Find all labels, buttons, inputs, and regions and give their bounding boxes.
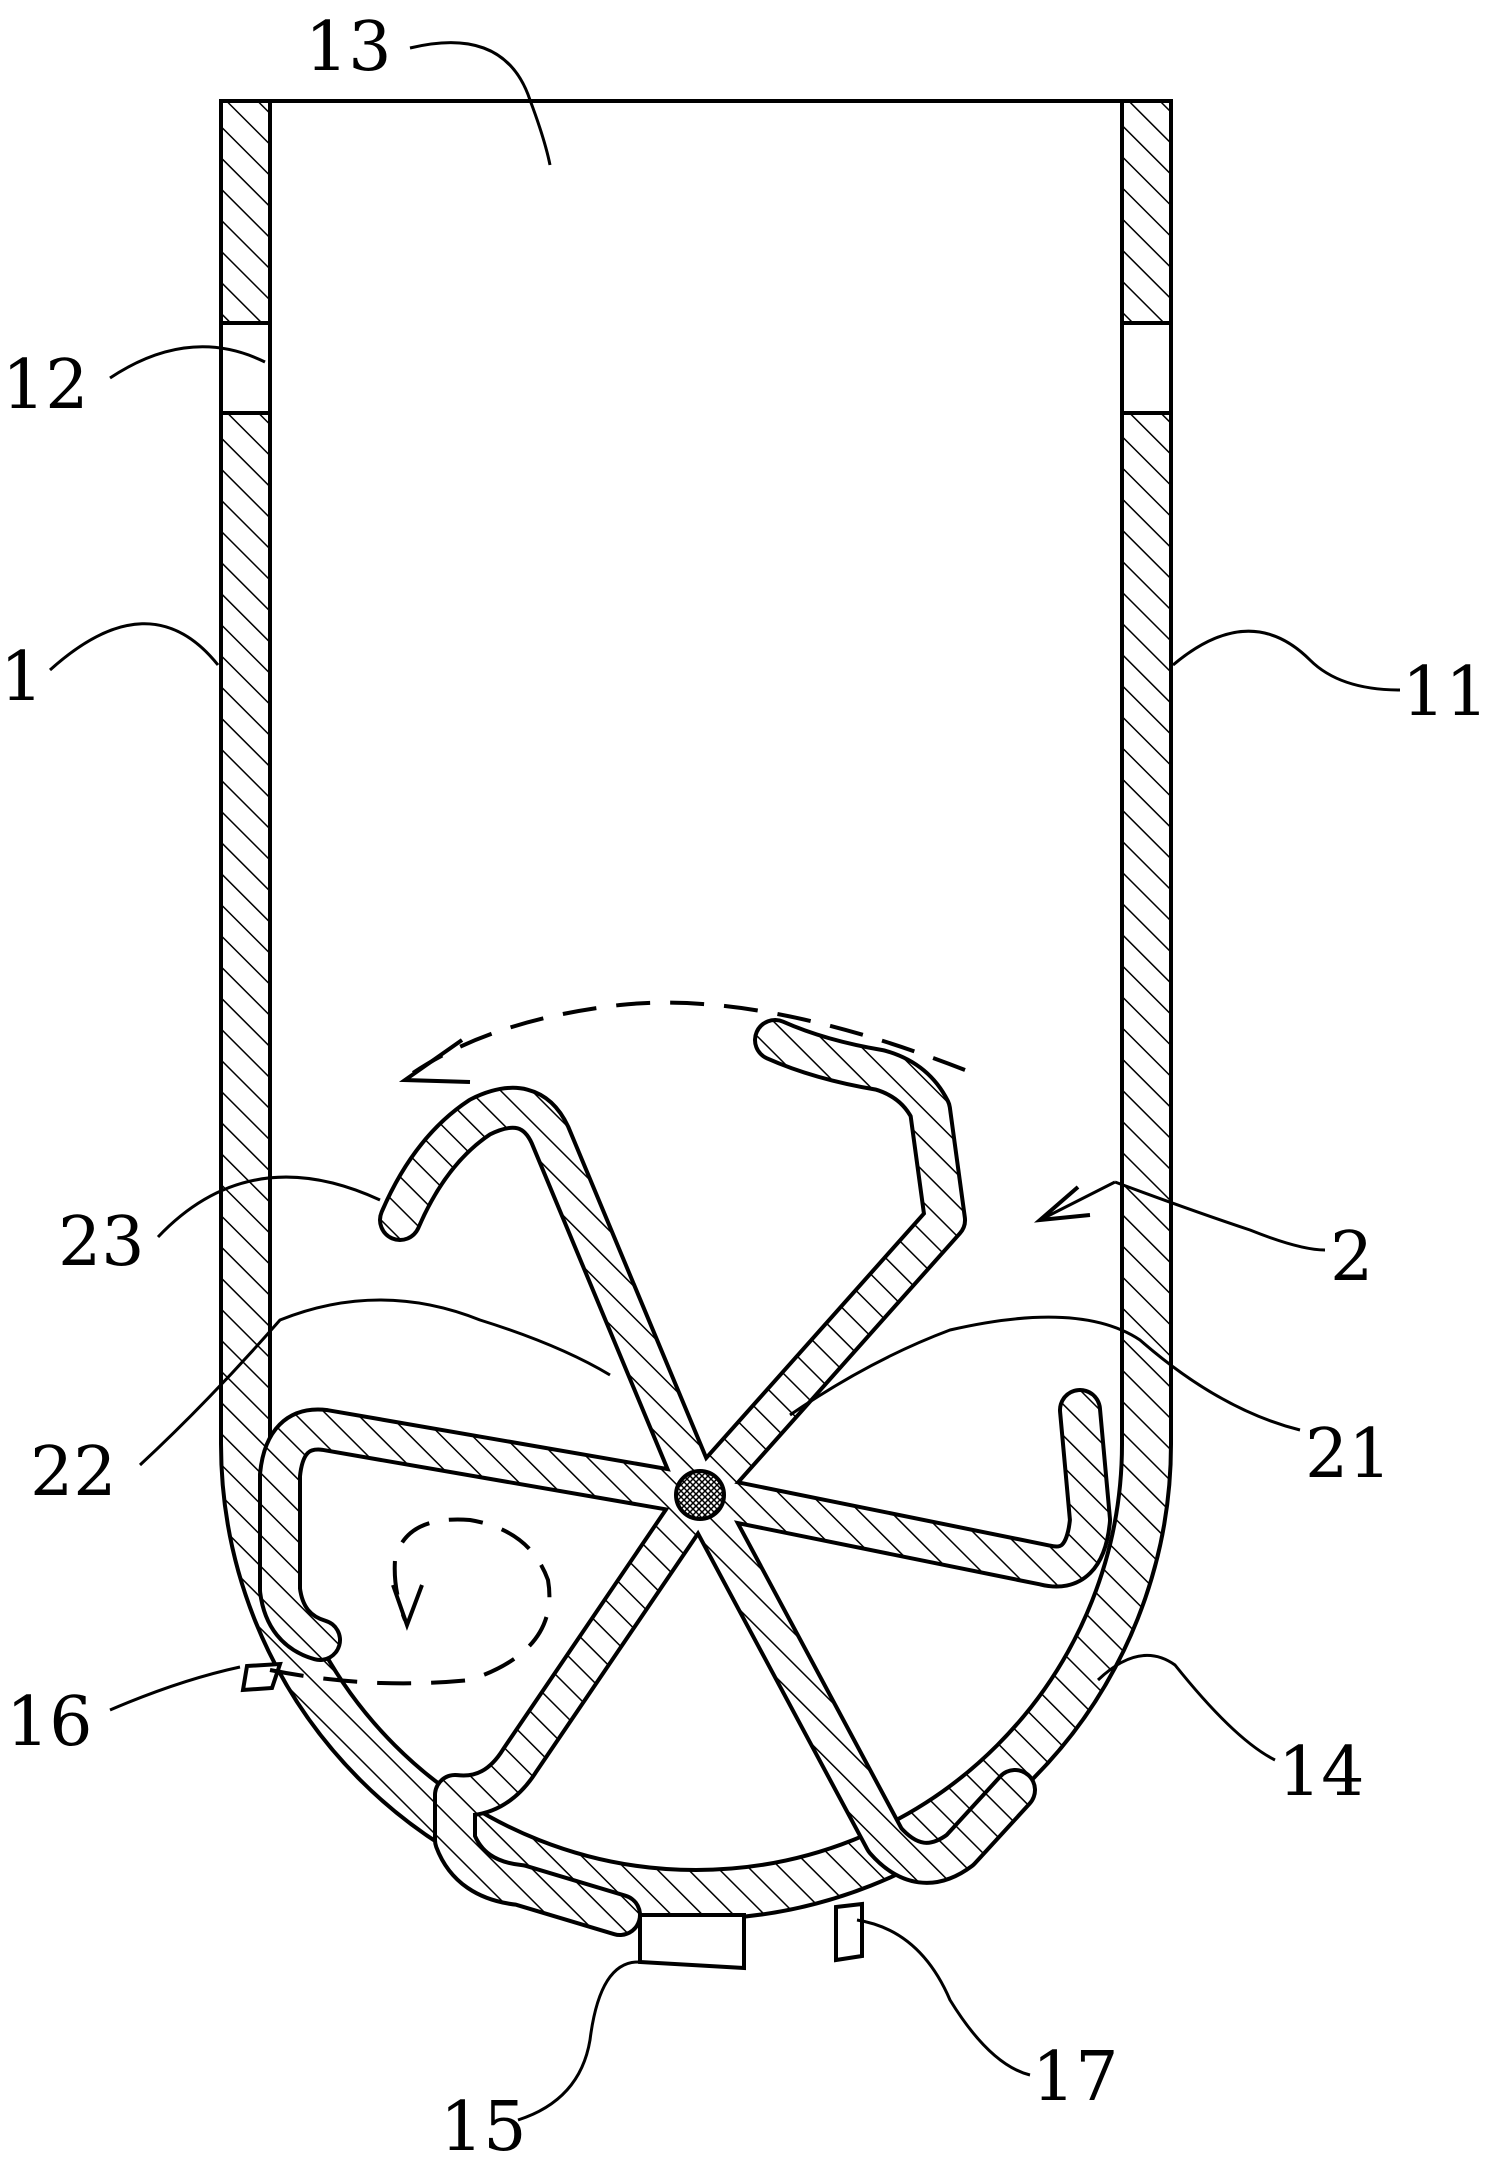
impeller-pointer-arrow bbox=[1039, 1180, 1116, 1222]
left-side-opening bbox=[219, 321, 272, 415]
leader-22 bbox=[138, 1298, 611, 1467]
flow-arrows bbox=[269, 1000, 1116, 1686]
label-15: 15 bbox=[440, 2088, 527, 2159]
bottom-opening-17 bbox=[834, 1901, 864, 1963]
lower-left-opening-16 bbox=[240, 1661, 283, 1693]
label-2: 2 bbox=[1330, 1218, 1373, 1297]
impeller-fill bbox=[262, 1022, 1108, 1933]
label-21: 21 bbox=[1305, 1415, 1392, 1494]
lower-swirl-arrowhead bbox=[391, 1584, 424, 1631]
impeller-hub bbox=[674, 1469, 726, 1521]
reference-numerals: 13 12 1 11 2 23 22 21 16 14 15 17 bbox=[0, 8, 1489, 2159]
label-16: 16 bbox=[6, 1683, 93, 1762]
label-22: 22 bbox=[30, 1433, 117, 1512]
label-14: 14 bbox=[1278, 1733, 1365, 1812]
label-13: 13 bbox=[305, 8, 392, 87]
leader-14 bbox=[1096, 1653, 1276, 1762]
upper-rotation-arrowhead bbox=[398, 1038, 471, 1084]
leader-15 bbox=[517, 1960, 641, 2122]
lower-swirl-arrow bbox=[269, 1517, 552, 1686]
leader-23 bbox=[156, 1175, 381, 1239]
label-17: 17 bbox=[1032, 2038, 1119, 2117]
impeller-pointer-arrowhead bbox=[1033, 1185, 1091, 1223]
bottom-opening-15 bbox=[638, 1913, 746, 1971]
impeller bbox=[258, 1018, 1112, 1937]
leader-12 bbox=[109, 345, 266, 380]
leader-lines bbox=[48, 41, 1401, 2122]
leader-11 bbox=[1172, 629, 1401, 692]
leader-13 bbox=[409, 41, 552, 166]
label-23: 23 bbox=[58, 1203, 145, 1282]
leader-17 bbox=[856, 1918, 1031, 2077]
leader-1 bbox=[48, 622, 220, 672]
label-11: 11 bbox=[1402, 653, 1489, 732]
label-1: 1 bbox=[0, 638, 43, 717]
container-body bbox=[219, 99, 1173, 1971]
container-wall bbox=[219, 99, 1173, 1921]
label-12: 12 bbox=[2, 346, 89, 425]
right-side-opening bbox=[1120, 321, 1173, 415]
leader-21 bbox=[789, 1315, 1301, 1432]
upper-rotation-arrow bbox=[408, 1000, 966, 1077]
leader-2 bbox=[1114, 1180, 1326, 1252]
leader-16 bbox=[109, 1665, 241, 1712]
